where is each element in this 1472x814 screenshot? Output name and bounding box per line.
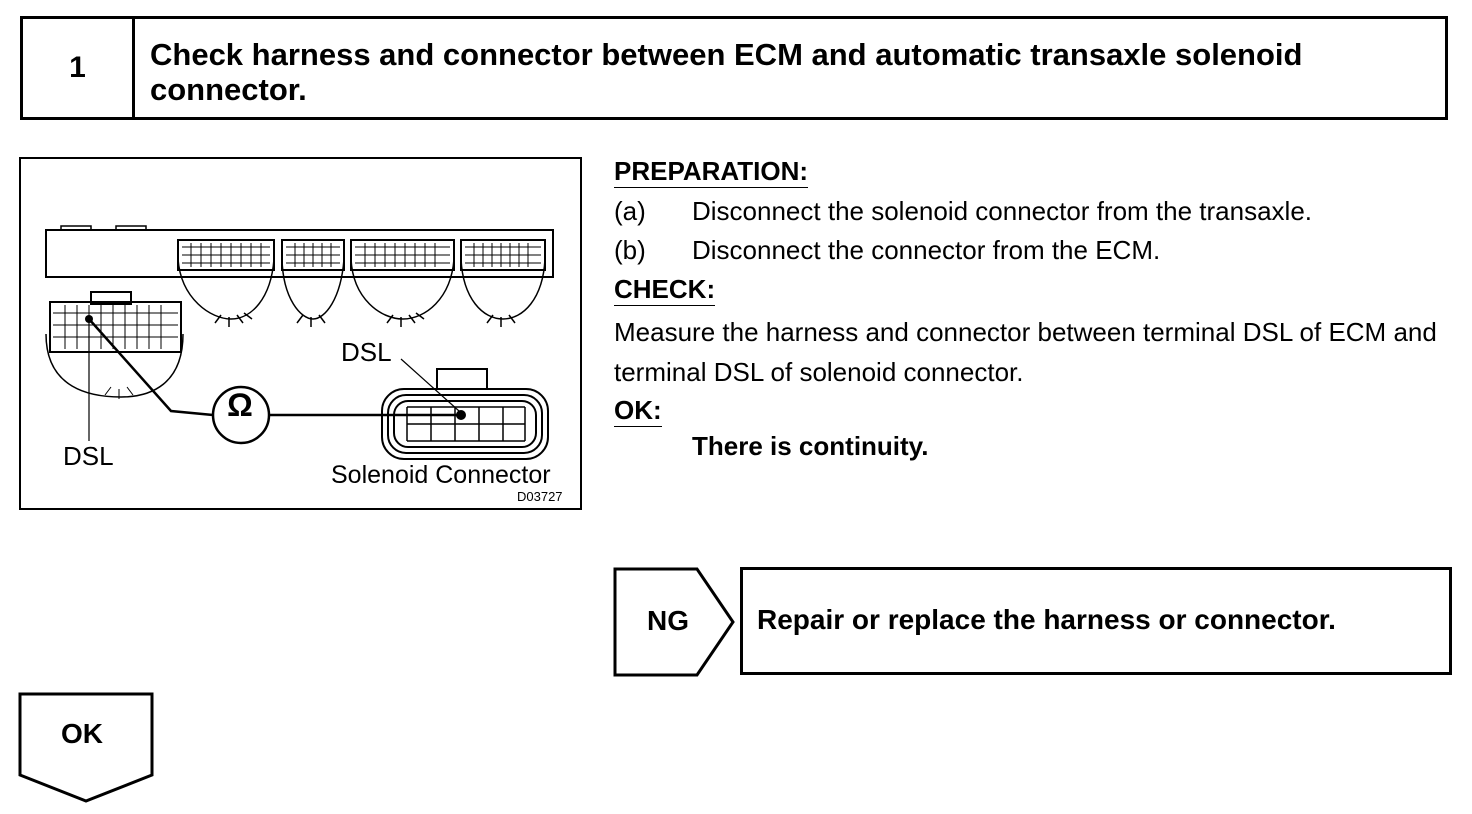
ok-arrow-icon <box>18 692 154 803</box>
ohmmeter-icon <box>211 385 271 445</box>
solenoid-connector <box>381 388 549 460</box>
ecm-dsl-connector <box>49 301 182 353</box>
ecm-dsl-label: DSL <box>63 441 114 471</box>
ok-heading: OK: <box>614 395 662 427</box>
ng-arrow-icon <box>613 567 735 677</box>
figure-code: D03727 <box>517 489 563 504</box>
ng-action-text: Repair or replace the harness or connect… <box>757 604 1336 635</box>
wiring-diagram-figure: DSL DSL Ω Solenoid Connector D03727 <box>19 157 582 510</box>
step-title: Check harness and connector between ECM … <box>150 37 1303 107</box>
check-description: Measure the harness and connector betwee… <box>614 317 1437 387</box>
prep-item-b-text: Disconnect the connector from the ECM. <box>692 235 1161 265</box>
ohm-symbol: Ω <box>227 387 253 423</box>
ok-result-text: There is continuity. <box>692 431 929 461</box>
ecm-connector-strip <box>45 229 554 278</box>
ok-flow-label: OK <box>61 718 103 749</box>
prep-item-a-label: (a) <box>614 196 646 226</box>
prep-item-b-label: (b) <box>614 235 646 265</box>
step-header: 1 Check harness and connector between EC… <box>20 16 1448 120</box>
step-number: 1 <box>23 19 135 117</box>
ng-label: NG <box>647 605 689 636</box>
ng-action-box <box>740 567 1452 675</box>
check-heading: CHECK: <box>614 274 716 306</box>
solenoid-connector-caption: Solenoid Connector <box>331 461 551 489</box>
prep-item-a-text: Disconnect the solenoid connector from t… <box>692 196 1313 226</box>
solenoid-dsl-label: DSL <box>341 337 392 367</box>
preparation-heading: PREPARATION: <box>614 156 809 188</box>
